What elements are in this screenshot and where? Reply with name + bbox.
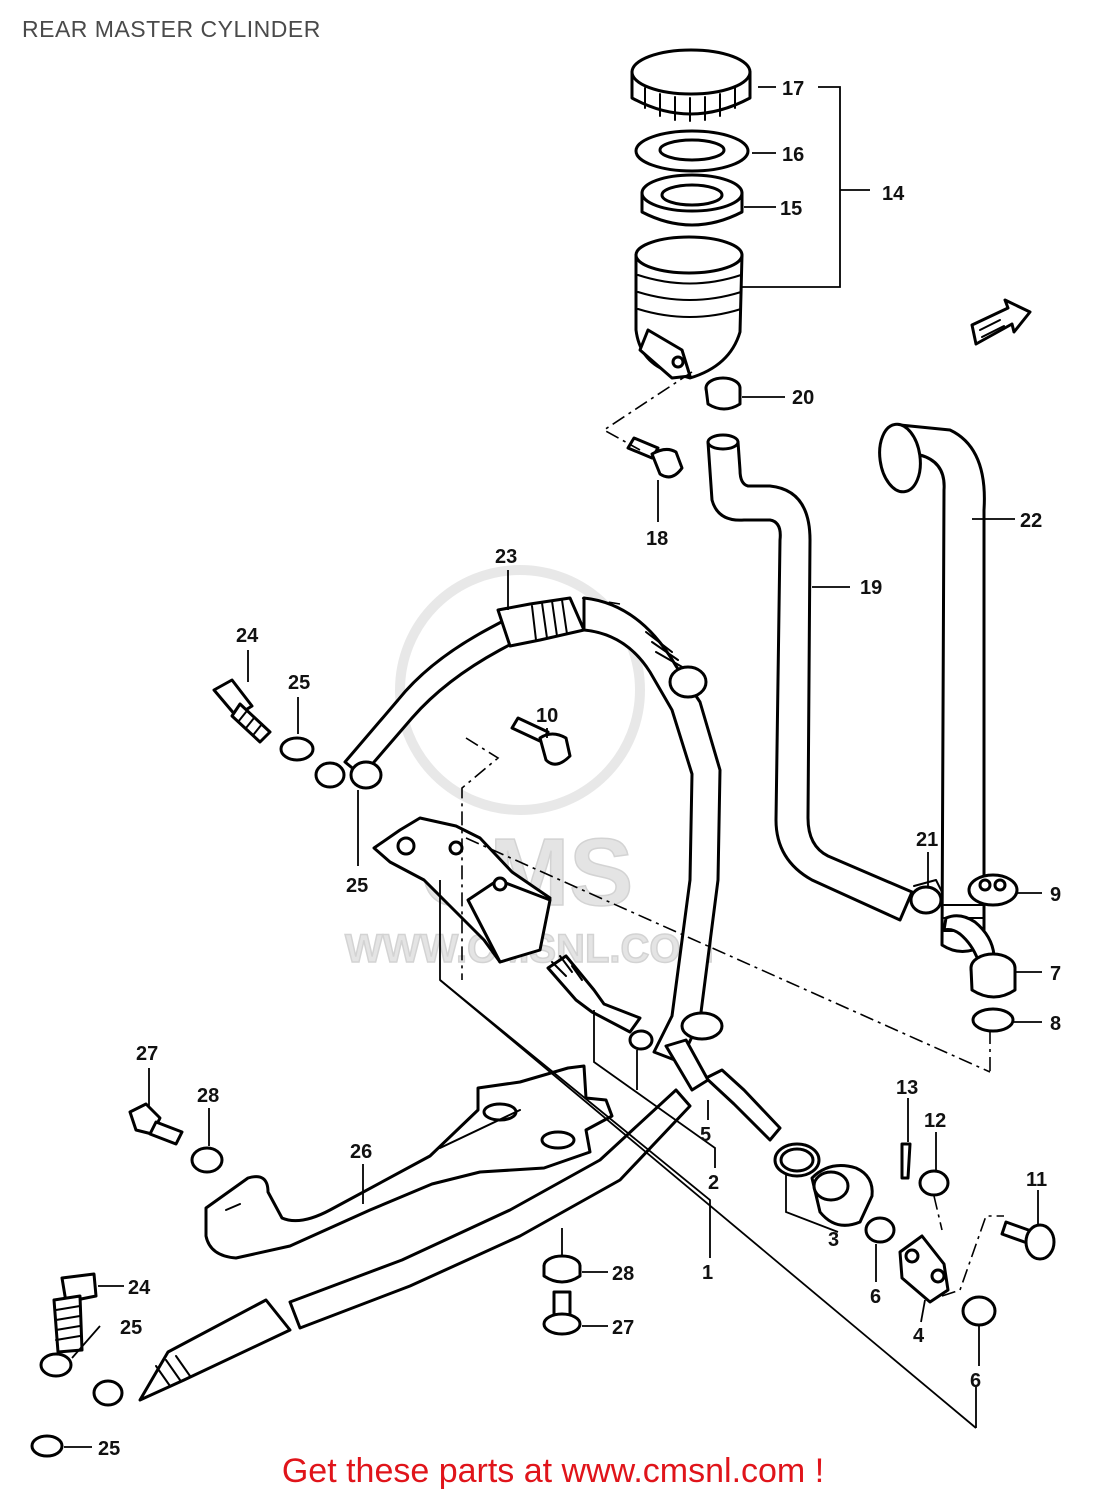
clevis-pin-11: [1000, 1220, 1056, 1261]
clip-20: [704, 376, 742, 411]
callout-23: 23: [495, 546, 517, 568]
callout-6b: 6: [970, 1370, 981, 1392]
callout-19: 19: [860, 577, 882, 599]
washer-25a: [279, 736, 315, 762]
callout-11: 11: [1026, 1169, 1047, 1191]
oring-8: [971, 1007, 1015, 1033]
callouts: 17 16 15 14 20 18 22 19 23 24 25 10 25 2…: [98, 78, 1061, 1460]
collar-28a: [190, 1146, 224, 1174]
callout-2: 2: [708, 1172, 719, 1194]
plate-15: [640, 173, 744, 227]
callout-17: 17: [782, 78, 804, 100]
push-rod-5: [546, 954, 782, 1142]
callout-1: 1: [702, 1262, 713, 1284]
callout-27a: 27: [136, 1043, 158, 1065]
callout-10: 10: [536, 705, 558, 727]
callout-8: 8: [1050, 1013, 1061, 1035]
callout-25d: 25: [98, 1438, 120, 1460]
reservoir-cap-17: [630, 48, 752, 122]
clevis-4: [898, 1234, 950, 1304]
union-bolt-24b: [52, 1272, 98, 1354]
callout-22: 22: [1020, 510, 1042, 532]
callout-13: 13: [896, 1077, 918, 1099]
callout-4: 4: [913, 1325, 925, 1347]
washer-12: [918, 1169, 950, 1197]
callout-9: 9: [1050, 884, 1061, 906]
washer-25c: [39, 1352, 73, 1378]
nut-small: [628, 1029, 654, 1051]
clip-21: [909, 879, 943, 915]
callout-25b: 25: [346, 875, 368, 897]
diaphragm-16: [634, 129, 750, 173]
callout-27b: 27: [612, 1317, 634, 1339]
callout-18: 18: [646, 528, 668, 550]
callout-25c: 25: [120, 1317, 142, 1339]
callout-7: 7: [1050, 963, 1061, 985]
ring-9: [967, 873, 1019, 907]
washer-25b: [349, 760, 383, 790]
bolt-27b: [542, 1290, 582, 1336]
callout-3: 3: [828, 1229, 839, 1251]
lower-brake-hose: [92, 1088, 692, 1407]
bracket-26: [204, 1064, 614, 1260]
callout-5: 5: [700, 1124, 711, 1146]
callout-26: 26: [350, 1141, 372, 1163]
callout-21: 21: [916, 829, 938, 851]
washer-25d: [30, 1434, 64, 1458]
boot-3: [810, 1164, 874, 1227]
cotter-pin-13: [900, 1142, 912, 1180]
callout-20: 20: [792, 387, 814, 409]
bolt-27a: [128, 1102, 184, 1146]
callout-28b: 28: [612, 1263, 634, 1285]
collar-28b: [542, 1254, 582, 1284]
callout-24a: 24: [236, 625, 259, 647]
footer-link[interactable]: Get these parts at www.cmsnl.com !: [281, 1452, 825, 1490]
leader-lines: [64, 86, 1042, 1448]
callout-24b: 24: [128, 1277, 151, 1299]
breather-hose-22: [878, 422, 986, 953]
callout-16: 16: [782, 144, 804, 166]
arrow-fr-icon: [970, 298, 1032, 346]
brake-hose-23: [314, 596, 724, 1064]
callout-25a: 25: [288, 672, 310, 694]
callout-28a: 28: [197, 1085, 219, 1107]
callout-14: 14: [882, 183, 905, 205]
union-bolt-24a: [212, 678, 272, 744]
callout-15: 15: [780, 198, 802, 220]
callout-6a: 6: [870, 1286, 881, 1308]
master-cylinder-body: [372, 816, 552, 964]
nut-6a: [864, 1216, 896, 1244]
bolt-18: [626, 436, 684, 479]
clip-2: [773, 1142, 821, 1178]
page-title: REAR MASTER CYLINDER: [22, 16, 321, 42]
reservoir-14: [634, 235, 744, 380]
elbow-connector-7: [942, 914, 1017, 999]
bolt-10: [510, 716, 572, 766]
reservoir-hose-19: [706, 433, 914, 922]
callout-12: 12: [924, 1110, 946, 1132]
nut-6b: [961, 1295, 997, 1327]
